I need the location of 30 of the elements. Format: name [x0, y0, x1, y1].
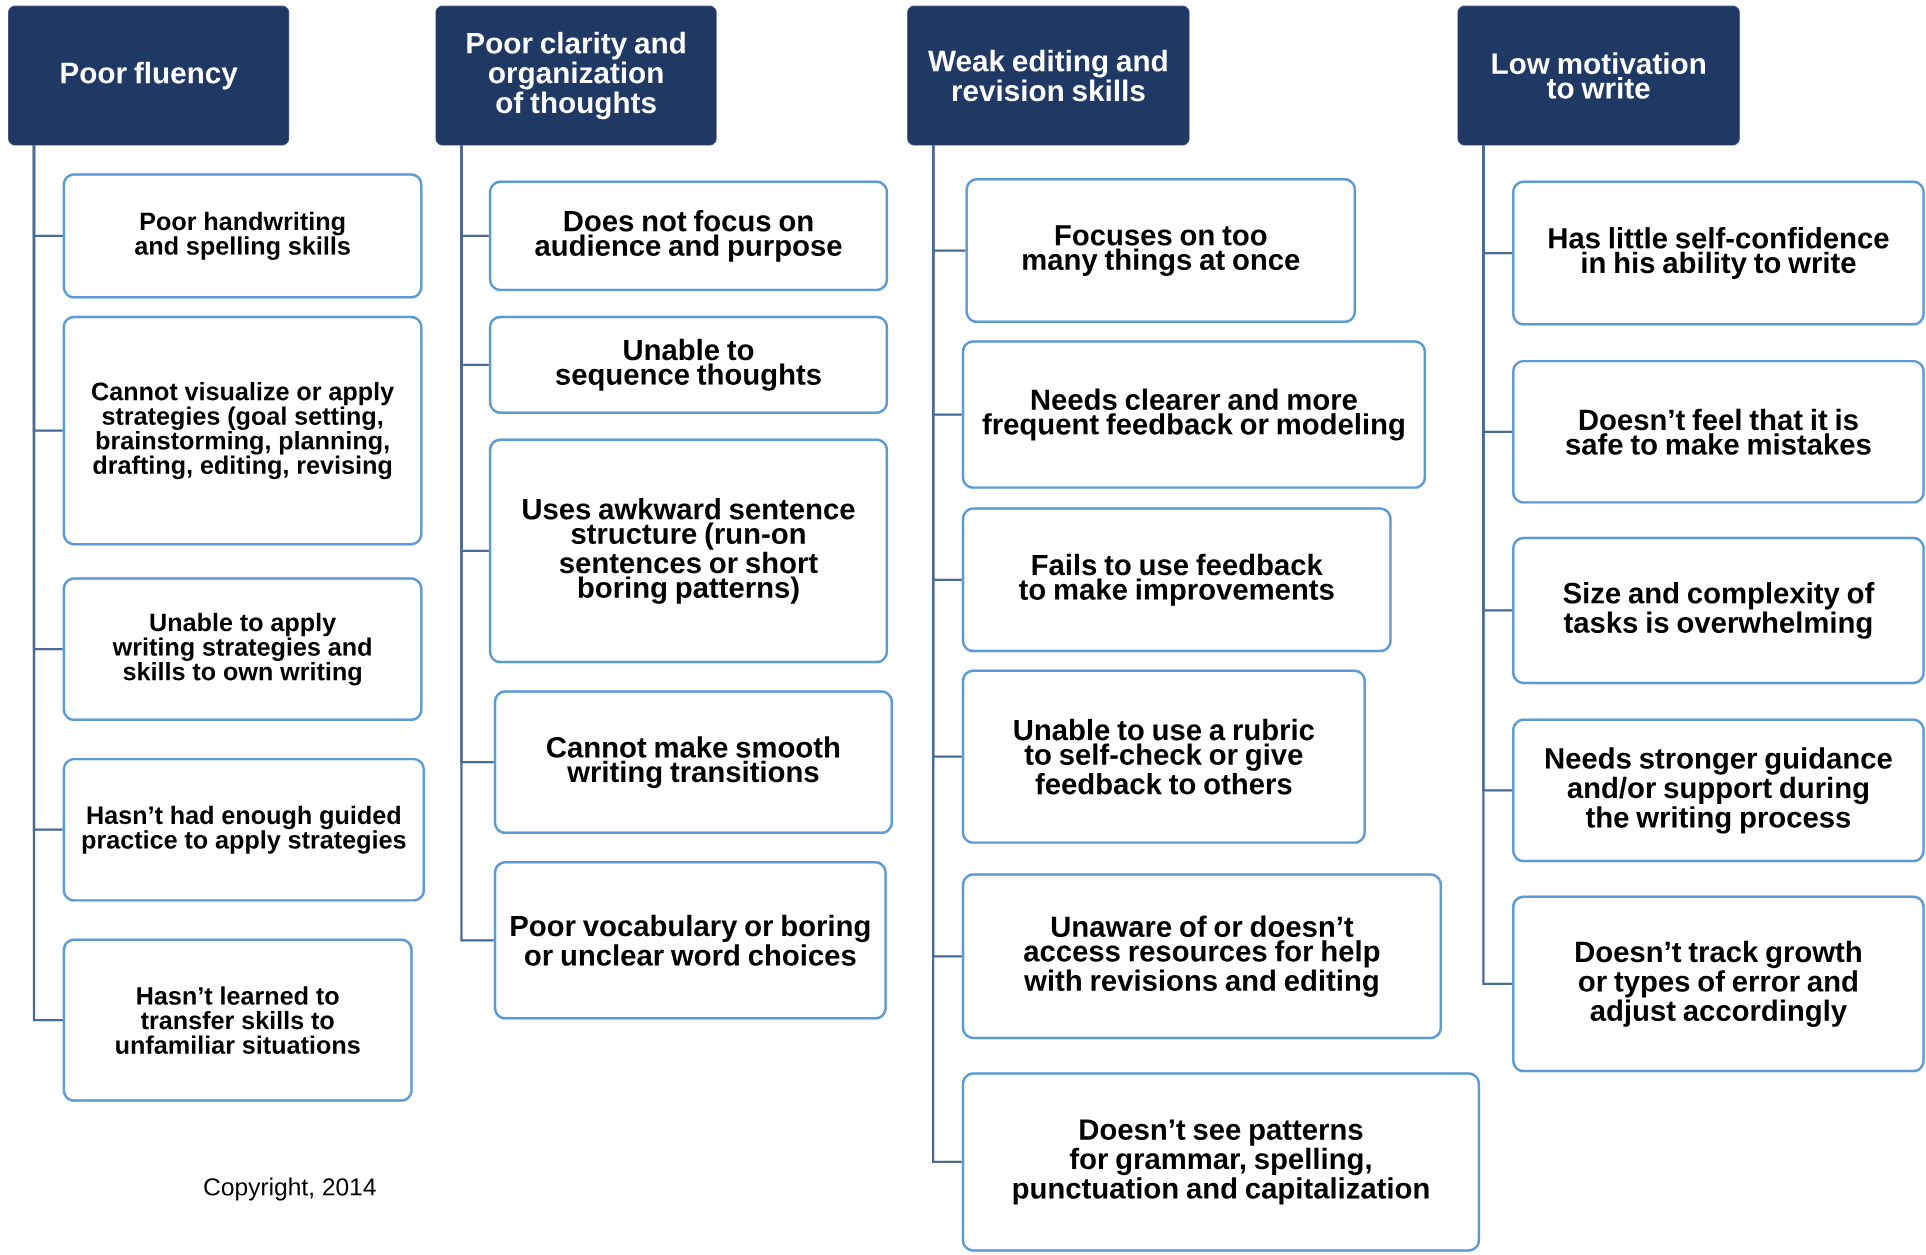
cause-box: Has little self-confidence in his ability to write	[1512, 180, 1925, 326]
cause-box: Cannot visualize or apply strategies (goal setting, brainstorming, planning, drafting, editing, revising	[62, 315, 423, 546]
cause-box: Fails to use feedback to make improvements	[961, 507, 1392, 653]
cause-box: Cannot make smooth writing transitions	[493, 690, 893, 834]
cause-box: Doesn’t feel that it is safe to make mistakes	[1512, 359, 1925, 504]
connector-line	[32, 145, 63, 1022]
cause-box: Unaware of or doesn’t access resources for help with revisions and editing	[961, 873, 1443, 1039]
cause-box: Poor vocabulary or boring or unclear word choices	[493, 860, 887, 1020]
cause-box: Needs stronger guidance and/or support during the writing process	[1512, 718, 1925, 863]
category-header: Low motivation to write	[1457, 5, 1740, 146]
cause-box: Unable to apply writing strategies and skills to own writing	[62, 577, 423, 721]
connector-line	[932, 145, 962, 1163]
cause-box: Focuses on too many things at once	[965, 177, 1357, 323]
connector-line	[460, 145, 494, 942]
cause-box: Size and complexity of tasks is overwhelming	[1512, 536, 1925, 684]
cause-box: Doesn’t see patterns for grammar, spelling, punctuation and capitalization	[961, 1072, 1481, 1252]
category-header: Weak editing and revision skills	[907, 5, 1190, 146]
cause-box: Does not focus on audience and purpose	[488, 180, 889, 291]
cause-box: Unable to use a rubric to self-check or give feedback to others	[961, 669, 1366, 844]
category-header: Poor fluency	[8, 5, 290, 146]
cause-box: Hasn’t learned to transfer skills to unfamiliar situations	[62, 938, 413, 1102]
cause-box: Hasn’t had enough guided practice to apply strategies	[62, 757, 425, 902]
connector-line	[1482, 145, 1513, 985]
cause-box: Needs clearer and more frequent feedback or modeling	[961, 340, 1427, 489]
cause-box: Unable to sequence thoughts	[488, 315, 889, 414]
copyright-note: Copyright, 2014	[204, 1177, 376, 1201]
category-header: Poor clarity and organization of thoughts	[435, 5, 717, 146]
cause-box: Uses awkward sentence structure (run-on sentences or short boring patterns)	[488, 438, 889, 664]
cause-box: Poor handwriting and spelling skills	[62, 173, 423, 299]
cause-box: Doesn’t track growth or types of error and adjust accordingly	[1512, 895, 1925, 1073]
